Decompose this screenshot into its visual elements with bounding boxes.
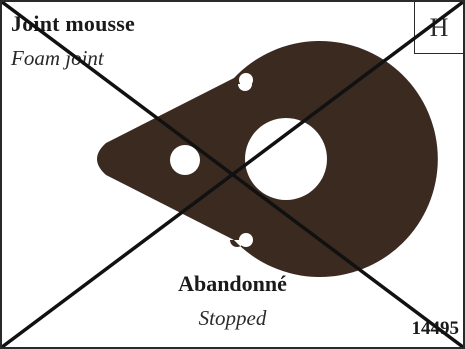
- reference-number: 14495: [411, 318, 460, 339]
- grade-letter: H: [429, 12, 449, 42]
- title-english: Foam joint: [11, 46, 104, 70]
- grade-badge: H: [414, 2, 463, 54]
- notch-bottom: [239, 233, 253, 247]
- title-french: Joint mousse: [11, 11, 136, 36]
- foam-joint-shape: [97, 40, 438, 277]
- notch-top: [239, 73, 253, 87]
- status-english: Stopped: [198, 306, 267, 330]
- status-french: Abandonné: [178, 271, 287, 296]
